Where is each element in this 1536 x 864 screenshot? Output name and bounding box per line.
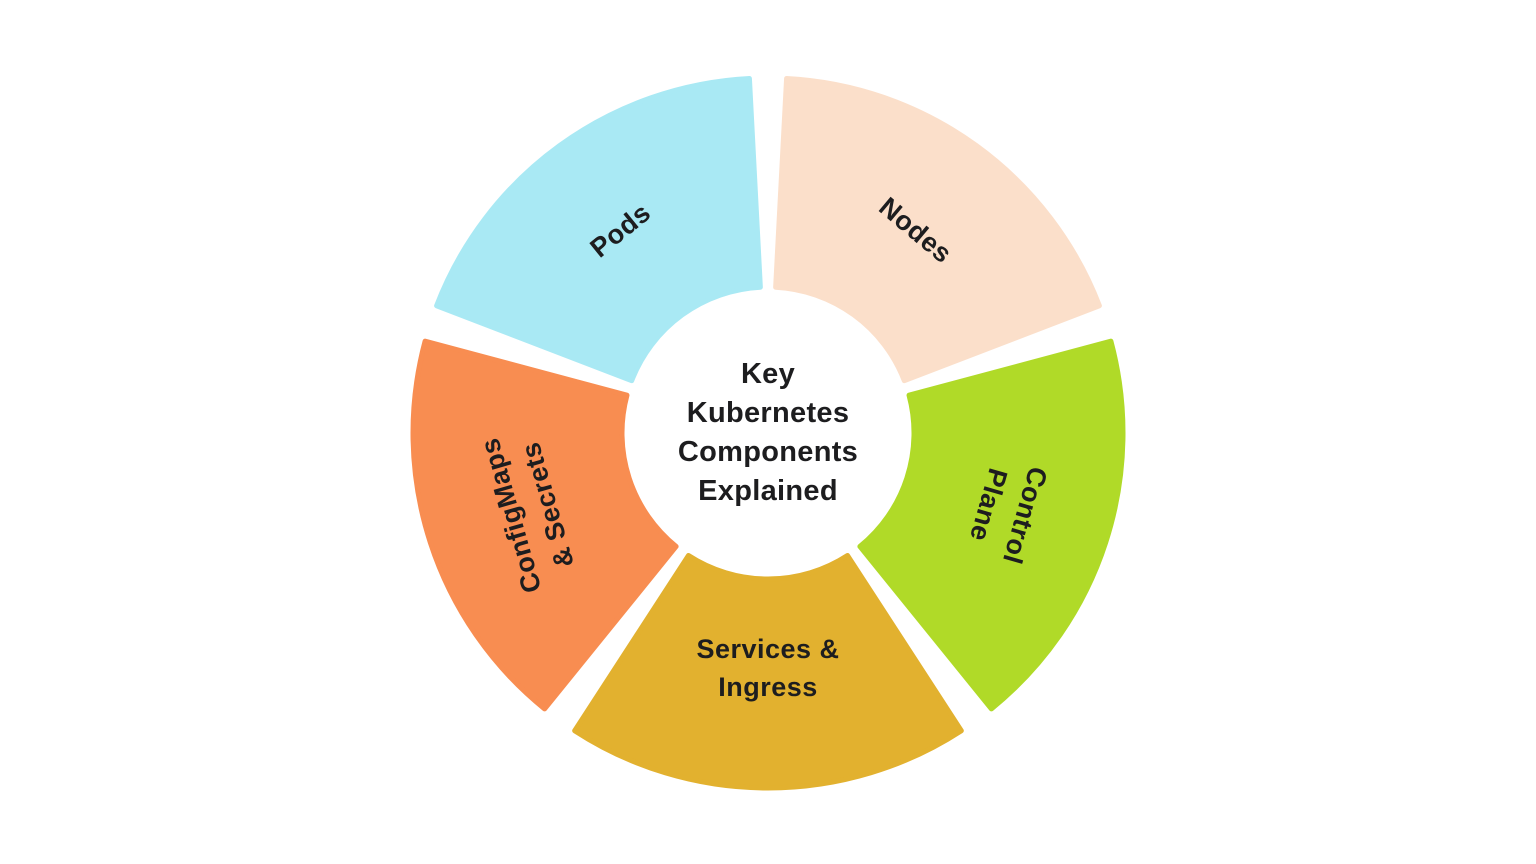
segment-label-services-ingress: Services & Ingress: [696, 634, 840, 702]
segment-control-plane: [857, 338, 1126, 712]
segment-services-ingress: [572, 552, 964, 791]
center-title: Key Kubernetes Components Explained: [677, 358, 859, 507]
segment-pods: [434, 75, 763, 384]
segment-nodes: [773, 75, 1102, 384]
segment-configmaps-secrets: [410, 338, 679, 712]
